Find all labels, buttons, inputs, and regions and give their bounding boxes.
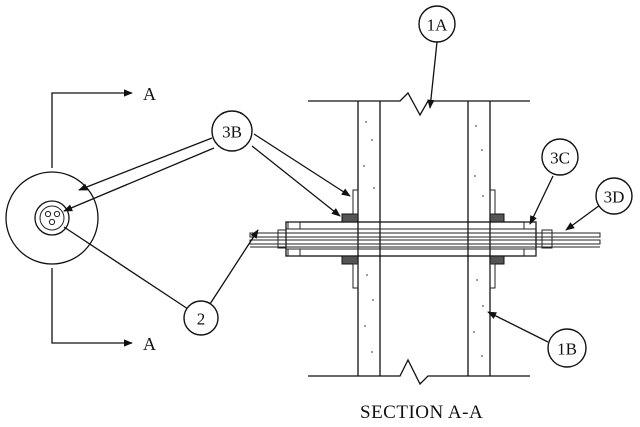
leader-3B-outer bbox=[78, 137, 213, 191]
leader-3D bbox=[565, 204, 601, 231]
break-line-bottom bbox=[308, 358, 530, 386]
callout-1B-label: 1B bbox=[557, 340, 577, 359]
cable-2 bbox=[53, 210, 61, 218]
leader-3C bbox=[529, 175, 554, 225]
section-cut-line: A A bbox=[51, 84, 156, 354]
concrete-stipple bbox=[363, 121, 484, 357]
cable-3 bbox=[48, 218, 56, 226]
cables bbox=[249, 232, 601, 248]
section-title: SECTION A-A bbox=[360, 402, 483, 423]
callout-2: 2 bbox=[183, 300, 219, 336]
wall-collars bbox=[341, 189, 505, 289]
callout-1B: 1B bbox=[547, 328, 587, 368]
leader-3B-wall bbox=[253, 133, 351, 197]
end-view bbox=[5, 171, 99, 265]
leader-1A bbox=[427, 41, 438, 109]
end-seals bbox=[277, 221, 553, 257]
callout-1A: 1A bbox=[418, 5, 456, 43]
leader-2-section bbox=[209, 229, 259, 305]
leaders bbox=[63, 41, 601, 343]
cut-arrow-top bbox=[51, 89, 133, 168]
seal-circle bbox=[34, 200, 70, 236]
callout-3D: 3D bbox=[595, 177, 633, 215]
cut-arrow-bottom bbox=[51, 268, 133, 347]
break-line-top bbox=[308, 91, 530, 117]
callout-3D-label: 3D bbox=[604, 188, 625, 207]
section-view bbox=[249, 91, 601, 386]
wall-left bbox=[357, 101, 381, 376]
wall-right bbox=[467, 101, 491, 376]
callout-3B-label: 3B bbox=[222, 123, 242, 142]
callout-1A-label: 1A bbox=[427, 16, 449, 35]
leader-3B-inner bbox=[63, 147, 215, 212]
leader-1B bbox=[487, 311, 549, 343]
callout-3B: 3B bbox=[211, 110, 253, 152]
callout-2-label: 2 bbox=[197, 310, 206, 329]
cut-label-top: A bbox=[143, 84, 156, 104]
sleeve bbox=[285, 221, 537, 257]
pipe-circle bbox=[39, 205, 65, 231]
cut-label-bottom: A bbox=[143, 334, 156, 354]
cable-1 bbox=[44, 210, 52, 218]
leader-3B-collar bbox=[251, 145, 341, 217]
sleeve-outer-circle bbox=[5, 171, 99, 265]
leader-2-end bbox=[63, 226, 189, 310]
callout-3C-label: 3C bbox=[550, 149, 570, 168]
callout-3C: 3C bbox=[541, 138, 579, 176]
